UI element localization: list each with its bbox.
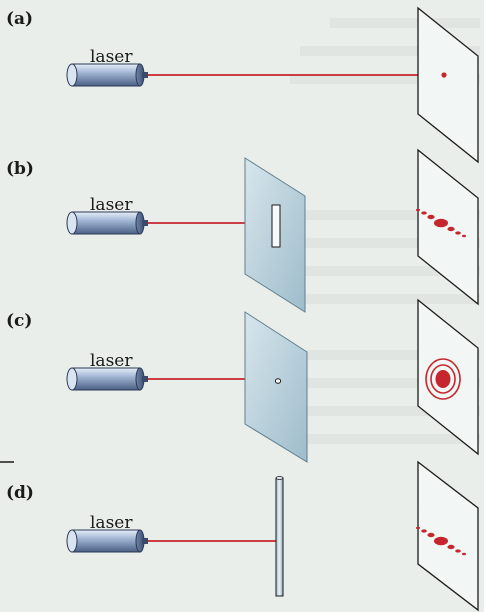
show-through-text xyxy=(290,18,480,444)
panel-label-a: (a) xyxy=(6,9,33,29)
panel-label-d: (d) xyxy=(6,483,34,503)
slit-opening xyxy=(271,204,281,248)
fringe-pattern-d xyxy=(416,526,466,556)
ring-pattern-c xyxy=(425,358,461,400)
laser-device-a xyxy=(66,63,148,87)
edge-rod-d xyxy=(275,476,284,597)
screen-dot-a xyxy=(441,72,447,78)
laser-device-b xyxy=(66,211,148,235)
laser-device-d xyxy=(66,529,148,553)
pinhole xyxy=(274,378,282,384)
panel-label-c: (c) xyxy=(6,311,32,331)
screen-d xyxy=(416,460,479,612)
panel-d: (d) laser xyxy=(6,460,479,612)
panel-b: (b) laser xyxy=(6,148,479,313)
panel-label-b: (b) xyxy=(6,159,34,179)
laser-label-a: laser xyxy=(90,47,133,67)
laser-label-b: laser xyxy=(90,195,133,215)
laser-label-c: laser xyxy=(90,351,133,371)
screen-b xyxy=(416,148,479,306)
laser-device-c xyxy=(66,367,148,391)
fringe-pattern-b xyxy=(416,208,466,238)
panel-c: (c) laser xyxy=(6,298,479,463)
slit-barrier-b xyxy=(244,157,306,313)
screen-c xyxy=(417,298,479,456)
screen-a xyxy=(417,6,479,164)
laser-label-d: laser xyxy=(90,513,133,533)
panel-a: (a) laser xyxy=(6,6,479,164)
pinhole-barrier-c xyxy=(244,311,308,463)
